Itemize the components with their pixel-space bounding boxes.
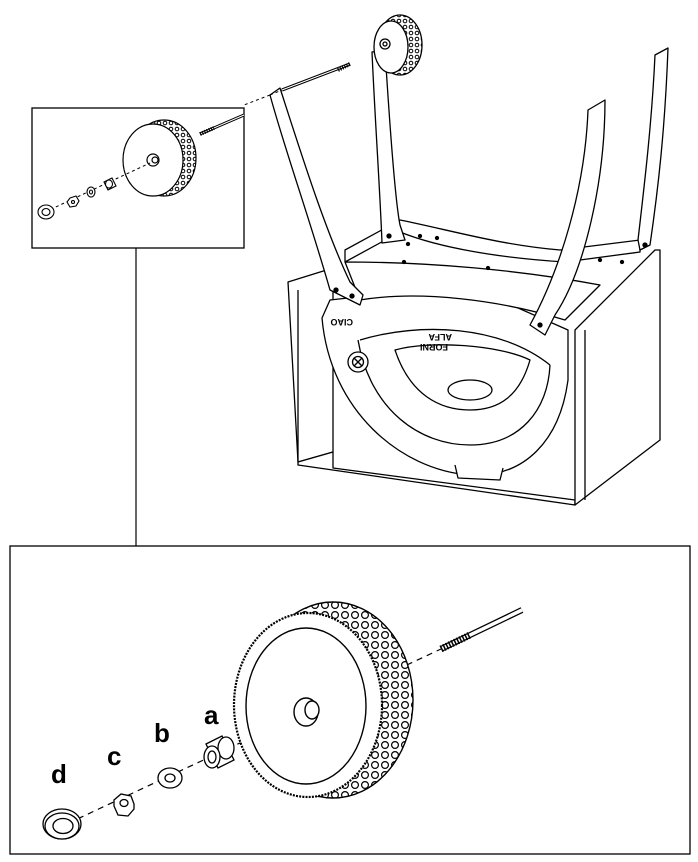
detail-box-small: [31, 94, 271, 249]
stand-body: [287, 249, 661, 506]
stand-wheel: [373, 14, 423, 76]
axle: [269, 62, 351, 96]
label-c: c: [107, 741, 121, 771]
part-d-cap: [42, 808, 82, 840]
label-d: d: [51, 759, 67, 789]
part-c-nut: [113, 793, 135, 817]
label-b: b: [154, 718, 170, 748]
detail-box-large: a b c d: [9, 545, 691, 855]
oven-logo: CIAO: [331, 317, 354, 327]
small-wheel: [122, 119, 197, 197]
small-parts: [37, 177, 117, 220]
label-a: a: [204, 700, 219, 730]
oven-on-stand: CIAO ALFA FORNI: [269, 14, 669, 506]
stand-legs: [269, 47, 669, 336]
thermometer-icon: [347, 351, 369, 373]
part-a-spacer: [203, 735, 235, 769]
oven-brand: ALFA: [428, 332, 452, 342]
oven-brand-sub: FORNI: [420, 342, 448, 352]
large-wheel: [232, 601, 414, 799]
oven-dome: [321, 289, 569, 481]
large-axle: [439, 607, 524, 653]
part-b-washer: [157, 767, 183, 789]
